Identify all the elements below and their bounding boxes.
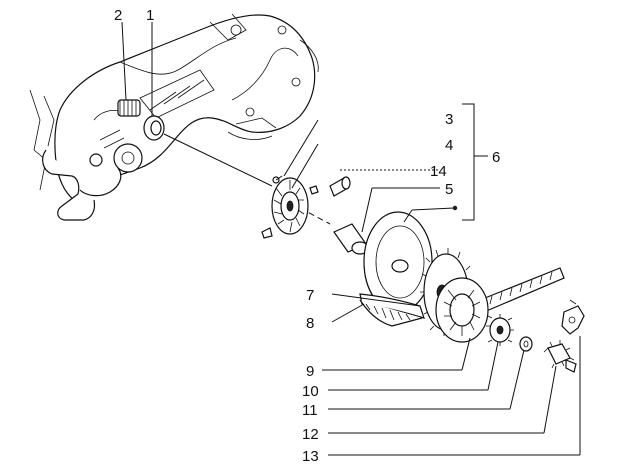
bushing-part-14 [309, 176, 351, 197]
bushing-part-1 [143, 115, 165, 141]
clutch-fan-part-9 [435, 277, 489, 343]
callout-13: 13 [302, 448, 319, 465]
callout-2: 2 [114, 7, 122, 24]
fan-pulley-part-3 [261, 176, 309, 239]
engine-crankcase [29, 13, 319, 221]
belt-strip-right [479, 267, 565, 313]
callout-8: 8 [306, 315, 314, 332]
callout-3: 3 [445, 111, 453, 128]
callout-11: 11 [302, 402, 318, 419]
callout-9: 9 [306, 363, 314, 380]
small-gear-part-10 [486, 314, 514, 346]
callout-5: 5 [445, 181, 453, 198]
callout-14: 14 [430, 163, 447, 180]
callout-labels: 2 1 3 4 14 5 6 7 8 9 10 11 12 13 [114, 7, 500, 465]
starter-gear-part-2 [117, 99, 141, 117]
callout-7: 7 [306, 287, 314, 304]
bracket-part-13 [561, 299, 585, 335]
gear-nut-part-12 [543, 340, 577, 373]
washer-part-11 [519, 336, 533, 352]
shaft-axis-line [163, 133, 273, 187]
leader-lines [121, 21, 581, 456]
callout-12: 12 [302, 426, 319, 443]
callout-1: 1 [146, 7, 154, 24]
callout-4: 4 [445, 137, 453, 154]
callout-6: 6 [492, 149, 500, 166]
callout-10: 10 [302, 383, 319, 400]
